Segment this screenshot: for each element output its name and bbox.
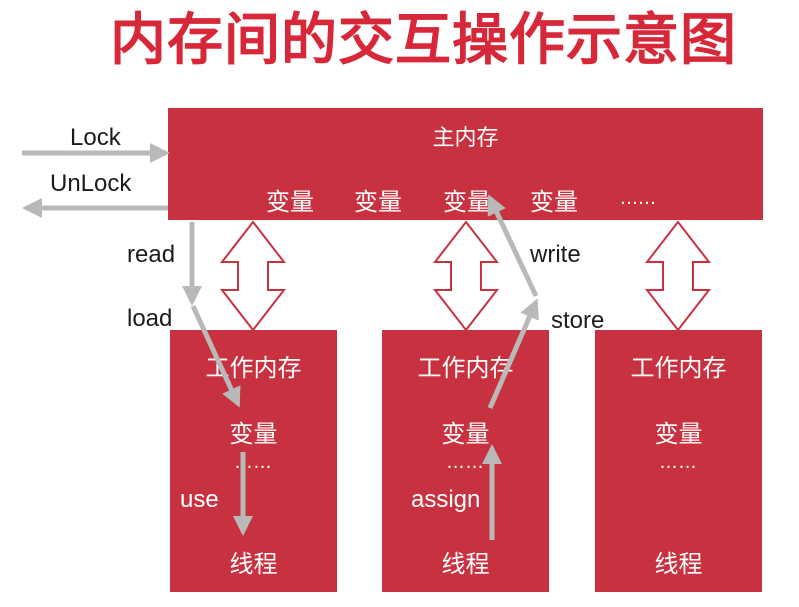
working-memory-label: 工作内存 <box>205 354 302 382</box>
store-label: store <box>551 307 605 334</box>
read-label: read <box>127 241 176 268</box>
working-memory-box: 工作内存 变量 …… 线程 <box>595 330 762 592</box>
write-label: write <box>530 241 581 268</box>
working-memory-label: 工作内存 <box>417 354 514 382</box>
working-memory-box: 工作内存 变量 …… 线程 <box>382 330 549 592</box>
working-memory-ellipsis: …… <box>659 452 698 473</box>
working-memory-variable: 变量 <box>441 420 490 448</box>
main-memory-variable: 变量 <box>354 188 402 216</box>
double-arrow <box>432 220 500 332</box>
working-memory-box: 工作内存 变量 …… 线程 <box>170 330 337 592</box>
page-title: 内存间的交互操作示意图 <box>110 8 737 73</box>
load-label: load <box>127 305 173 332</box>
thread-label: 线程 <box>441 550 490 578</box>
assign-label: assign <box>411 486 481 513</box>
double-arrow <box>219 220 287 332</box>
working-memory-variable: 变量 <box>229 420 278 448</box>
main-memory-box: 主内存 变量 变量 变量 变量 …… <box>168 108 763 220</box>
working-memory-ellipsis: …… <box>234 452 273 473</box>
lock-label: Lock <box>70 124 121 151</box>
use-label: use <box>180 486 219 513</box>
thread-label: 线程 <box>229 550 278 578</box>
working-memory-ellipsis: …… <box>446 452 485 473</box>
main-memory-variable: 变量 <box>266 188 314 216</box>
working-memory-variable: 变量 <box>654 420 703 448</box>
main-memory-label: 主内存 <box>432 126 499 151</box>
main-memory-variable: 变量 <box>530 188 578 216</box>
thread-label: 线程 <box>654 550 703 578</box>
double-arrow <box>644 220 712 332</box>
main-memory-ellipsis: …… <box>620 188 656 209</box>
unlock-label: UnLock <box>50 170 132 197</box>
working-memory-label: 工作内存 <box>630 354 727 382</box>
main-memory-variable: 变量 <box>443 188 491 216</box>
